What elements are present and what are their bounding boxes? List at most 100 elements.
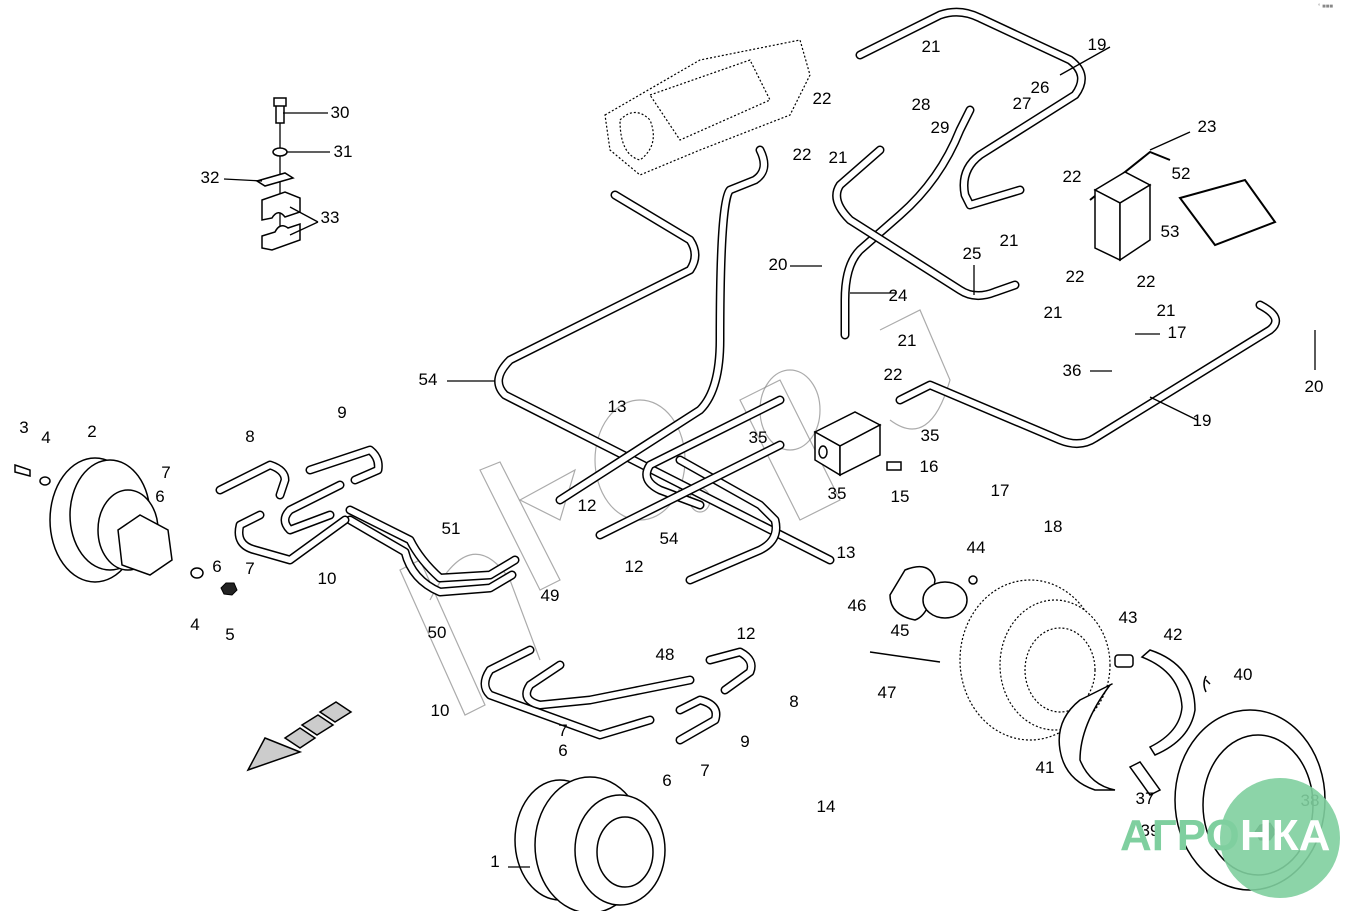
part-label-21: 21 xyxy=(898,331,917,350)
part-label-6: 6 xyxy=(662,771,671,790)
washer-31 xyxy=(272,147,288,157)
part-label-46: 46 xyxy=(848,596,867,615)
pipe-clamp-assembly xyxy=(255,97,301,251)
valve-block-15 xyxy=(813,411,902,477)
part-label-22: 22 xyxy=(793,145,812,164)
part-label-20: 20 xyxy=(1305,377,1324,396)
part-label-7: 7 xyxy=(245,559,254,578)
part-label-54: 54 xyxy=(660,529,679,548)
part-label-5: 5 xyxy=(225,625,234,644)
part-label-21: 21 xyxy=(1044,303,1063,322)
part-label-37: 37 xyxy=(1136,789,1155,808)
part-label-40: 40 xyxy=(1234,665,1253,684)
fitting-16 xyxy=(886,461,902,471)
part-label-6: 6 xyxy=(155,487,164,506)
pipe-24 xyxy=(840,105,975,340)
spring-40 xyxy=(1203,675,1211,693)
hydraulic-pump xyxy=(604,39,811,176)
part-label-22: 22 xyxy=(1066,267,1085,286)
part-label-49: 49 xyxy=(541,586,560,605)
part-label-2: 2 xyxy=(87,422,96,441)
leader-lines xyxy=(223,46,1316,868)
agronka-logo: АГРО НКА xyxy=(1120,778,1340,898)
o-ring-44 xyxy=(968,575,978,585)
part-label-23: 23 xyxy=(1198,117,1217,136)
pipe-16-feed xyxy=(642,395,785,510)
part-label-26: 26 xyxy=(1031,78,1050,97)
pipes-50-51 xyxy=(345,505,520,597)
pipe-54-long xyxy=(494,190,835,565)
part-label-9: 9 xyxy=(337,403,346,422)
part-label-54: 54 xyxy=(419,370,438,389)
part-label-16: 16 xyxy=(920,457,939,476)
part-label-22: 22 xyxy=(884,365,903,384)
part-label-52: 52 xyxy=(1172,164,1191,183)
adjuster-47 xyxy=(869,651,941,663)
part-label-44: 44 xyxy=(967,538,986,557)
part-label-51: 51 xyxy=(442,519,461,538)
control-block-23 xyxy=(1089,150,1277,262)
part-label-19: 19 xyxy=(1193,411,1212,430)
pipe-13-lower xyxy=(675,455,781,585)
left-drive-motor xyxy=(14,457,238,596)
part-label-36: 36 xyxy=(1063,361,1082,380)
part-label-25: 25 xyxy=(963,244,982,263)
part-label-39: 39 xyxy=(1141,821,1160,840)
part-label-10: 10 xyxy=(431,701,450,720)
part-label-43: 43 xyxy=(1119,608,1138,627)
part-label-1: 1 xyxy=(490,852,499,871)
part-label-22: 22 xyxy=(1137,272,1156,291)
part-label-15: 15 xyxy=(891,487,910,506)
part-label-8: 8 xyxy=(789,692,798,711)
wheel-cylinder-43 xyxy=(1114,654,1134,668)
pipe-13 xyxy=(555,145,769,505)
part-labels: 1234456666777788991010121212131314151617… xyxy=(19,35,1323,871)
part-label-29: 29 xyxy=(931,118,950,137)
part-label-4: 4 xyxy=(190,615,199,634)
part-label-35: 35 xyxy=(749,428,768,447)
part-label-31: 31 xyxy=(334,142,353,161)
part-label-12: 12 xyxy=(625,557,644,576)
part-label-22: 22 xyxy=(813,89,832,108)
part-label-12: 12 xyxy=(737,624,756,643)
part-label-9: 9 xyxy=(740,732,749,751)
logo-text-right: НКА xyxy=(1240,811,1330,860)
part-label-27: 27 xyxy=(1013,94,1032,113)
part-label-45: 45 xyxy=(891,621,910,640)
plate-32 xyxy=(255,172,295,187)
part-label-19: 19 xyxy=(1088,35,1107,54)
bottom-drive-motor xyxy=(514,776,666,911)
part-label-24: 24 xyxy=(889,286,908,305)
part-label-14: 14 xyxy=(817,797,836,816)
part-label-32: 32 xyxy=(201,168,220,187)
part-label-6: 6 xyxy=(558,741,567,760)
part-label-53: 53 xyxy=(1161,222,1180,241)
pipe-19-lower xyxy=(895,300,1281,448)
travel-direction-arrow xyxy=(246,701,353,772)
logo-text-left: АГРО xyxy=(1120,811,1240,860)
part-label-7: 7 xyxy=(558,721,567,740)
part-label-35: 35 xyxy=(828,484,847,503)
pipe-19-upper xyxy=(855,7,1086,210)
part-label-17: 17 xyxy=(1168,323,1187,342)
pipe-25 xyxy=(832,145,1020,300)
watermark xyxy=(399,309,951,716)
part-label-6: 6 xyxy=(212,557,221,576)
part-label-21: 21 xyxy=(922,37,941,56)
pipework xyxy=(215,7,1281,745)
part-label-21: 21 xyxy=(829,148,848,167)
valve-kit-53 xyxy=(1178,178,1277,247)
part-label-33: 33 xyxy=(321,208,340,227)
pipe-12 xyxy=(595,440,785,540)
part-label-35: 35 xyxy=(921,426,940,445)
part-label-48: 48 xyxy=(656,645,675,664)
part-label-50: 50 xyxy=(428,623,447,642)
brake-shoe-42 xyxy=(1140,649,1196,756)
part-label-42: 42 xyxy=(1164,625,1183,644)
clamp-half-lower xyxy=(261,222,301,251)
corner-mark: ° ■■■ xyxy=(1318,4,1333,10)
part-label-30: 30 xyxy=(331,103,350,122)
screw-30-head xyxy=(273,97,287,107)
clamp-half-upper xyxy=(261,191,301,221)
part-label-21: 21 xyxy=(1000,231,1019,250)
